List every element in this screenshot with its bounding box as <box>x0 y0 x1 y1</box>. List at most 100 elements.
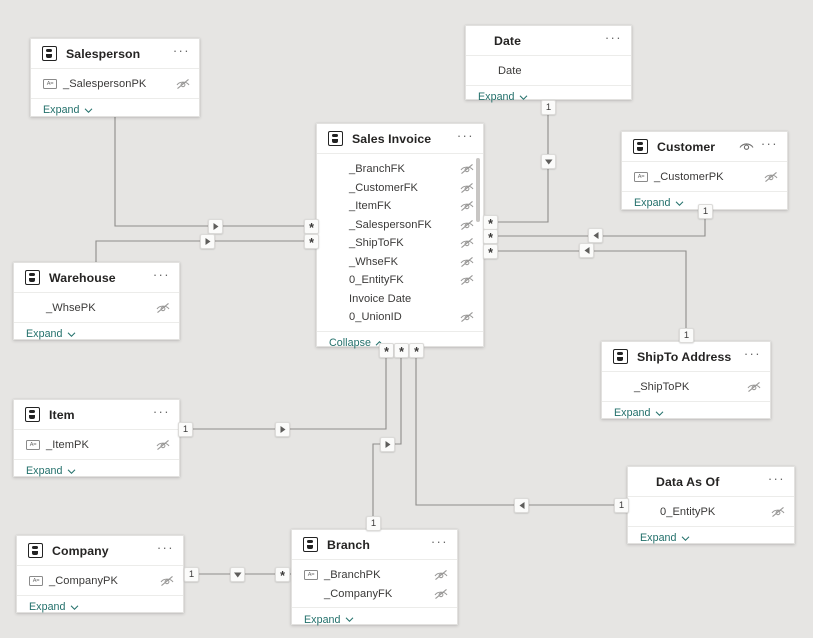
eye-hidden-icon[interactable] <box>160 575 174 587</box>
cardinality-one-badge[interactable]: 1 <box>679 328 694 343</box>
table-field-row[interactable]: A=_BranchPK <box>292 566 457 585</box>
chevron-down-icon[interactable] <box>655 409 664 418</box>
table-field-row[interactable]: A=_ItemPK <box>14 436 179 455</box>
table-header-date[interactable]: Date··· <box>466 26 631 56</box>
chevron-down-icon[interactable] <box>84 106 93 115</box>
table-field-row[interactable]: _CompanyFK <box>292 585 457 604</box>
chevron-down-icon[interactable] <box>345 615 354 624</box>
field-list-scrollbar[interactable] <box>476 158 480 222</box>
cardinality-many-badge[interactable]: * <box>275 567 290 582</box>
chevron-down-icon[interactable] <box>70 603 79 612</box>
table-header-shipto-address[interactable]: ShipTo Address··· <box>602 342 770 372</box>
cross-filter-arrow-left[interactable] <box>588 228 603 243</box>
cardinality-one-badge[interactable]: 1 <box>614 498 629 513</box>
cardinality-one-badge[interactable]: 1 <box>366 516 381 531</box>
cross-filter-arrow-down[interactable] <box>541 154 556 169</box>
more-options-icon[interactable]: ··· <box>767 471 785 486</box>
eye-hidden-icon[interactable] <box>771 506 785 518</box>
table-field-row[interactable]: _ShipToPK <box>602 378 770 397</box>
eye-hidden-icon[interactable] <box>764 171 778 183</box>
table-footer-salesperson[interactable]: Expand <box>31 97 199 122</box>
relationship-line-dataasof-sales-invoice[interactable] <box>415 354 627 506</box>
table-field-row[interactable]: _SalespersonFK <box>317 216 483 235</box>
more-options-icon[interactable]: ··· <box>152 404 170 419</box>
eye-hidden-icon[interactable] <box>434 569 448 581</box>
relationship-line-shipto-sales-invoice[interactable] <box>490 250 687 341</box>
cardinality-many-badge[interactable]: * <box>304 234 319 249</box>
cross-filter-arrow-left[interactable] <box>514 498 529 513</box>
table-field-row[interactable]: _WhsePK <box>14 299 179 318</box>
table-field-row[interactable]: _WhseFK <box>317 253 483 272</box>
table-footer-warehouse[interactable]: Expand <box>14 321 179 346</box>
eye-hidden-icon[interactable] <box>460 200 474 212</box>
cardinality-many-badge[interactable]: * <box>394 343 409 358</box>
table-field-row[interactable]: _CustomerFK <box>317 179 483 198</box>
more-options-icon[interactable]: ··· <box>604 30 622 45</box>
table-field-row[interactable]: Date <box>466 62 631 81</box>
table-field-row[interactable]: A=_SalespersonPK <box>31 75 199 94</box>
eye-hidden-icon[interactable] <box>460 182 474 194</box>
table-header-branch[interactable]: Branch··· <box>292 530 457 560</box>
eye-hidden-icon[interactable] <box>156 439 170 451</box>
eye-hidden-icon[interactable] <box>176 78 190 90</box>
more-options-icon[interactable]: ··· <box>430 534 448 549</box>
more-options-icon[interactable]: ··· <box>760 136 778 151</box>
more-options-icon[interactable]: ··· <box>743 346 761 361</box>
more-options-icon[interactable]: ··· <box>456 128 474 143</box>
table-footer-branch[interactable]: Expand <box>292 607 457 631</box>
relationship-line-date-sales-invoice[interactable] <box>490 100 549 223</box>
cross-filter-arrow-right[interactable] <box>380 437 395 452</box>
cardinality-many-badge[interactable]: * <box>304 219 319 234</box>
table-footer-company[interactable]: Expand <box>17 594 183 619</box>
table-header-data-as-of[interactable]: Data As Of··· <box>628 467 794 497</box>
eye-hidden-icon[interactable] <box>460 163 474 175</box>
eye-hidden-icon[interactable] <box>156 302 170 314</box>
table-footer-item[interactable]: Expand <box>14 458 179 483</box>
table-field-row[interactable]: 0_UnionID <box>317 308 483 327</box>
cardinality-one-badge[interactable]: 1 <box>541 100 556 115</box>
more-options-icon[interactable]: ··· <box>152 267 170 282</box>
table-footer-customer[interactable]: Expand <box>622 190 787 215</box>
table-field-row[interactable]: A=_CustomerPK <box>622 168 787 187</box>
chevron-down-icon[interactable] <box>681 534 690 543</box>
cardinality-many-badge[interactable]: * <box>483 229 498 244</box>
cardinality-many-badge[interactable]: * <box>409 343 424 358</box>
cardinality-many-badge[interactable]: * <box>379 343 394 358</box>
cross-filter-arrow-right[interactable] <box>208 219 223 234</box>
table-field-row[interactable]: _ShipToFK <box>317 234 483 253</box>
table-header-item[interactable]: Item··· <box>14 400 179 430</box>
cross-filter-arrow-down[interactable] <box>230 567 245 582</box>
table-footer-shipto-address[interactable]: Expand <box>602 400 770 425</box>
table-header-sales-invoice[interactable]: Sales Invoice··· <box>317 124 483 154</box>
chevron-down-icon[interactable] <box>67 330 76 339</box>
more-options-icon[interactable]: ··· <box>156 540 174 555</box>
table-header-customer[interactable]: Customer··· <box>622 132 787 162</box>
cardinality-many-badge[interactable]: * <box>483 244 498 259</box>
eye-hidden-icon[interactable] <box>460 311 474 323</box>
eye-hidden-icon[interactable] <box>460 219 474 231</box>
more-options-icon[interactable]: ··· <box>172 43 190 58</box>
table-header-warehouse[interactable]: Warehouse··· <box>14 263 179 293</box>
table-header-company[interactable]: Company··· <box>17 536 183 566</box>
chevron-down-icon[interactable] <box>67 467 76 476</box>
table-field-row[interactable]: _BranchFK <box>317 160 483 179</box>
cardinality-many-badge[interactable]: * <box>483 215 498 230</box>
cross-filter-arrow-right[interactable] <box>200 234 215 249</box>
relationship-line-salesperson-sales-invoice[interactable] <box>114 117 310 227</box>
relationship-line-item-sales-invoice[interactable] <box>180 354 387 430</box>
table-header-salesperson[interactable]: Salesperson··· <box>31 39 199 69</box>
eye-hidden-icon[interactable] <box>747 381 761 393</box>
eye-hidden-icon[interactable] <box>460 274 474 286</box>
cardinality-one-badge[interactable]: 1 <box>178 422 193 437</box>
table-field-row[interactable]: _ItemFK <box>317 197 483 216</box>
